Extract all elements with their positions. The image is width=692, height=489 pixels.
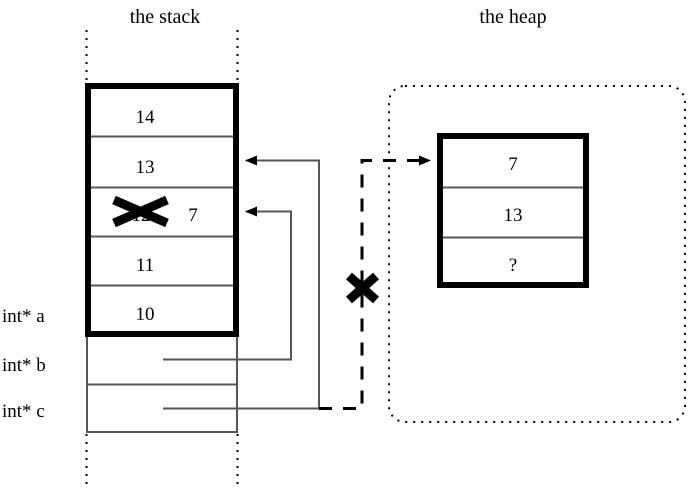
pointer-label-a: int* a [2, 306, 45, 327]
heap-cell-value-2: ? [509, 255, 517, 276]
heap-region-boundary [388, 85, 686, 423]
pointer-label-b: int* b [2, 355, 46, 376]
stack-cell-newvalue-2: 7 [188, 205, 198, 226]
stack-cell-value-1: 13 [136, 157, 155, 178]
stack-frame-box [85, 83, 239, 337]
stack-cell-value-4: 10 [136, 304, 155, 325]
heap-cell-value-1: 13 [504, 205, 523, 226]
strikeout-x-dangling-pointer [346, 272, 379, 304]
stack-cell-value-0: 14 [136, 107, 156, 128]
stack-title: the stack [130, 6, 201, 28]
pointer-arrow-b [163, 206, 292, 361]
pointer-arrow-a-dangling [319, 155, 431, 410]
heap-cell-value-0: 7 [508, 154, 518, 175]
strikeout-x-stack-cell [112, 195, 169, 228]
stack-cell-value-3: 11 [136, 255, 154, 276]
pointer-arrow-c [163, 155, 320, 410]
heap-title: the heap [479, 6, 546, 28]
pointer-label-c: int* c [2, 401, 45, 422]
heap-block-box [437, 133, 589, 288]
